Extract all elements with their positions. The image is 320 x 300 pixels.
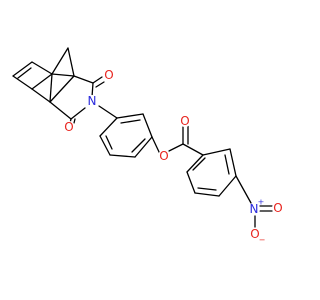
bond-bridgehead-top-to-alkene-top	[31, 61, 53, 75]
atom-imide-n: N	[86, 94, 98, 108]
bond-carbonyl-bottom-to-fusion-bottom	[49, 101, 72, 120]
bond-benzoyl-inner-1	[224, 154, 230, 175]
bond-carbonyl-top-c-o-inner	[95, 81, 105, 88]
nitro-n-charge: +	[258, 198, 265, 207]
bond-lines	[12, 47, 273, 228]
atom-nitro-n: N +	[248, 198, 265, 216]
nitro-o-lower-label: O	[250, 227, 259, 241]
bond-fusion-top-to-carbonyl-top	[73, 75, 94, 84]
bond-benzoyl-3	[218, 175, 237, 197]
bond-alkene-bottom-to-bridgehead	[12, 75, 33, 90]
bond-benzoyl-4	[194, 192, 220, 197]
bond-benzoyl-6	[186, 154, 204, 173]
nitro-o-upper-label: O	[273, 201, 282, 215]
atom-labels: O N O O O N + O O −	[63, 68, 284, 245]
bond-ring-fusion-to-bridgehead-top	[49, 73, 53, 103]
bond-carbonyl-bottom-c-o-inner	[73, 118, 76, 124]
bond-phenylene-4	[109, 154, 136, 158]
bond-phenylene-1	[116, 113, 144, 119]
atom-imide-carbonyl-bottom-o: O	[63, 120, 75, 134]
bond-benzoyl-inner-3	[192, 157, 206, 171]
bond-bridge-to-bridgehead-right	[67, 47, 75, 77]
bond-bridgehead-top-to-bridge	[51, 47, 69, 75]
atom-ester-carbonyl-o: O	[179, 114, 191, 128]
ester-link-o-label: O	[159, 149, 168, 163]
bond-benzoyl-inner-2	[197, 187, 217, 191]
bond-phenylene-inner-3	[105, 135, 113, 150]
atom-ester-link-o: O	[158, 149, 170, 163]
ester-carbonyl-o-label: O	[180, 114, 189, 128]
bond-ester-o-to-carbonyl-c	[168, 143, 184, 152]
atom-nitro-o-lower: O −	[249, 227, 265, 245]
bond-phenylene-5	[99, 135, 111, 156]
nitro-n-label: N	[250, 202, 259, 216]
atom-imide-carbonyl-top-o: O	[103, 68, 115, 82]
bond-phenylene-2	[142, 113, 153, 138]
nitro-o-lower-charge: −	[259, 236, 266, 245]
bond-benzoyl-5	[186, 171, 196, 194]
bond-alkene	[12, 61, 33, 77]
bond-bridgehead-bottom-to-bridge	[31, 73, 53, 90]
atom-nitro-o-upper: O	[272, 201, 284, 215]
bond-phenylene-6	[99, 117, 118, 137]
molecule-diagram: O N O O O N + O O −	[12, 47, 284, 245]
bond-benzoyl-1	[202, 148, 231, 156]
bond-phenylene-inner-1	[120, 119, 141, 124]
bond-bridgehead-top-to-fusion-top	[51, 73, 75, 77]
bond-n-to-phenylene	[98, 105, 118, 119]
bond-n-to-carbonyl-bottom	[70, 107, 86, 120]
imide-n-label: N	[88, 94, 97, 108]
bond-benzoyl-to-nitro-n	[235, 175, 252, 204]
bond-phenylene-inner-2	[131, 138, 146, 153]
imide-carbonyl-top-o-label: O	[104, 68, 113, 82]
bond-phenylene-to-ester-o	[151, 136, 161, 155]
bond-alkene-inner	[17, 67, 32, 79]
bond-carbonyl-top-to-n	[91, 82, 94, 98]
bond-carbonyl-top-c-o	[92, 76, 103, 84]
bond-bridgehead-bottom-to-ring-fusion	[31, 88, 51, 103]
imide-carbonyl-bottom-o-label: O	[64, 120, 73, 134]
bond-benzoyl-2	[229, 148, 237, 177]
bond-fusion-top-to-fusion-bottom	[49, 75, 75, 103]
bond-ester-carbonyl-to-benzoyl	[182, 143, 204, 156]
bond-phenylene-3	[134, 136, 153, 158]
